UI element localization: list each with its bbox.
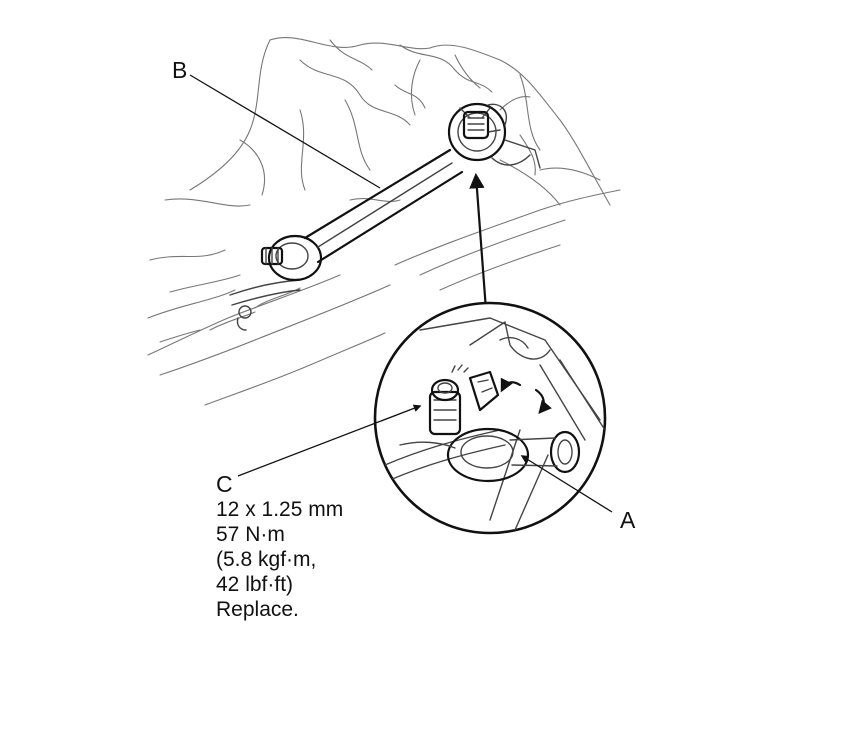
suspension-background-drawing xyxy=(147,37,621,406)
callout-b: B xyxy=(172,57,187,83)
leader-a xyxy=(520,455,613,513)
callout-c: C xyxy=(216,471,233,497)
leader-b xyxy=(189,74,381,189)
spec-thread: 12 x 1.25 mm xyxy=(216,498,343,521)
spec-torque-nm: 57 N·m xyxy=(216,523,285,546)
leader-c xyxy=(237,404,422,477)
detail-arrow xyxy=(469,172,488,312)
spec-torque-kgfm: (5.8 kgf·m, xyxy=(216,548,316,571)
spec-replace-note: Replace. xyxy=(216,598,299,621)
spec-torque-lbfft: 42 lbf·ft) xyxy=(216,573,293,596)
spec-block-c: 12 x 1.25 mm 57 N·m (5.8 kgf·m, 42 lbf·f… xyxy=(216,498,343,621)
detail-magnifier xyxy=(373,301,607,535)
callout-a: A xyxy=(620,507,636,533)
stabilizer-link xyxy=(260,102,541,282)
